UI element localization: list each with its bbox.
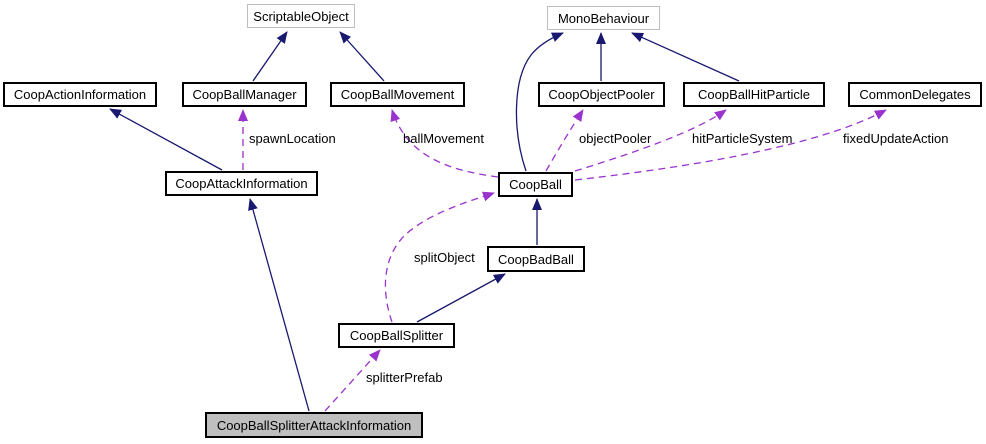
node-commondelegates[interactable]: CommonDelegates: [848, 82, 982, 107]
node-coopballmovement[interactable]: CoopBallMovement: [330, 82, 465, 107]
edge-label-spawnlocation: spawnLocation: [249, 131, 336, 146]
edge-hitparticlesystem: [574, 109, 727, 172]
edge-coopballhitparticle-to-monobehaviour: [631, 32, 740, 82]
edge-label-splitobject: splitObject: [414, 250, 475, 265]
edge-label-hitparticlesystem: hitParticleSystem: [692, 131, 793, 146]
edge-coopattackinformation-to-coopactioninformation: [109, 108, 223, 171]
node-coopbadball[interactable]: CoopBadBall: [487, 246, 585, 272]
edge-objectpooler: [545, 109, 584, 172]
node-scriptableobject: ScriptableObject: [247, 4, 355, 28]
node-coopactioninformation[interactable]: CoopActionInformation: [3, 82, 157, 107]
edge-ballmovement: [390, 109, 499, 178]
edge-splitterprefab: [324, 349, 381, 412]
edge-splitobject: [384, 191, 495, 323]
edge-coopballsplitter-to-coopbadball: [416, 273, 506, 323]
edge-label-ballmovement: ballMovement: [403, 131, 484, 146]
edge-label-objectpooler: objectPooler: [579, 131, 652, 146]
edge-coopballmanager-to-scriptableobject: [252, 31, 288, 82]
node-coopball[interactable]: CoopBall: [498, 172, 573, 197]
node-coopballmanager[interactable]: CoopBallManager: [182, 82, 307, 107]
node-monobehaviour: MonoBehaviour: [547, 6, 660, 30]
edge-label-fixedupdateaction: fixedUpdateAction: [843, 131, 949, 146]
edge-label-splitterprefab: splitterPrefab: [366, 370, 443, 385]
node-coopattackinformation[interactable]: CoopAttackInformation: [165, 171, 318, 196]
edge-fixedupdateaction: [574, 109, 887, 181]
node-coopballsplitter[interactable]: CoopBallSplitter: [338, 323, 455, 348]
edge-coopballmovement-to-scriptableobject: [339, 31, 385, 82]
edge-coopball-to-monobehaviour: [515, 32, 564, 172]
node-coopballhitparticle[interactable]: CoopBallHitParticle: [683, 82, 825, 107]
node-coopobjectpooler[interactable]: CoopObjectPooler: [538, 82, 665, 107]
node-coopballsplitterattackinformation: CoopBallSplitterAttackInformation: [205, 412, 423, 438]
edge-coopballsplitterattackinformation-to-coopattackinformation: [248, 198, 310, 412]
